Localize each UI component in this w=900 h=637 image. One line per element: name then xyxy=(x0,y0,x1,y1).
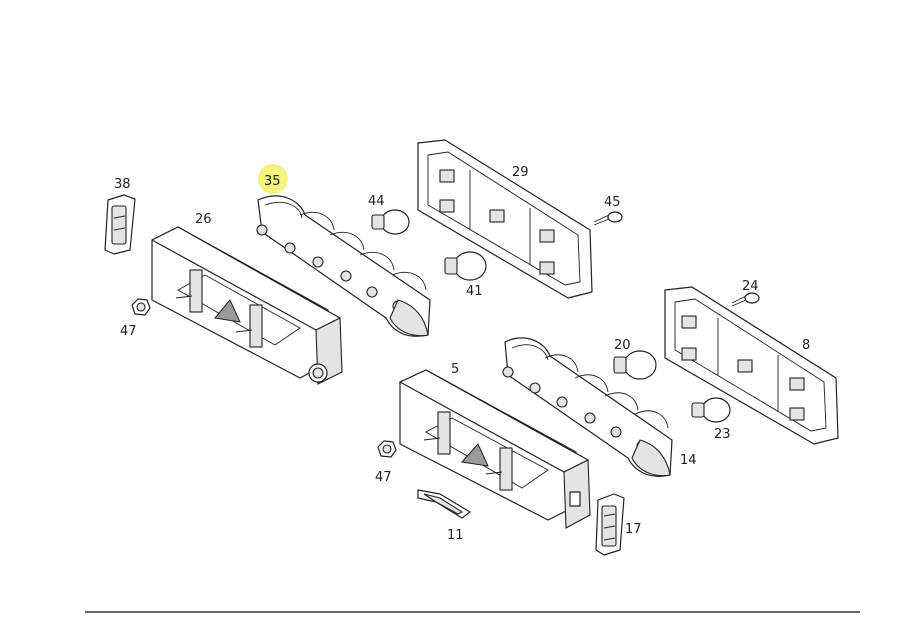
callout-35-highlight xyxy=(258,164,288,194)
callout-45[interactable]: 45 xyxy=(604,195,621,210)
callout-47-lower[interactable]: 47 xyxy=(375,470,392,485)
part-47-nut-upper[interactable] xyxy=(131,298,151,316)
callout-14[interactable]: 14 xyxy=(680,453,697,468)
callout-17[interactable]: 17 xyxy=(625,522,642,537)
part-47-nut-lower[interactable] xyxy=(377,440,397,458)
part-41-bulb[interactable] xyxy=(444,251,487,281)
part-29-frame-upper[interactable] xyxy=(417,139,593,299)
part-26-housing-left[interactable] xyxy=(151,226,343,385)
part-45-screw[interactable] xyxy=(593,211,623,226)
callout-29[interactable]: 29 xyxy=(512,165,529,180)
part-44-bulb[interactable] xyxy=(371,209,410,235)
part-38-lens-cover[interactable] xyxy=(104,194,136,255)
callout-44[interactable]: 44 xyxy=(368,194,385,209)
callout-35[interactable]: 35 xyxy=(264,174,281,189)
part-24-screw[interactable] xyxy=(731,292,760,307)
part-14-bulb-carrier-lower[interactable] xyxy=(502,337,673,477)
part-35-bulb-carrier-upper[interactable] xyxy=(256,195,431,337)
callout-24[interactable]: 24 xyxy=(742,279,759,294)
callout-47-upper[interactable]: 47 xyxy=(120,324,137,339)
callout-26[interactable]: 26 xyxy=(195,212,212,227)
callout-38[interactable]: 38 xyxy=(114,177,131,192)
part-23-bulb[interactable] xyxy=(691,397,731,423)
callout-5[interactable]: 5 xyxy=(451,362,459,377)
callout-23[interactable]: 23 xyxy=(714,427,731,442)
callout-41[interactable]: 41 xyxy=(466,284,483,299)
part-8-frame-lower[interactable] xyxy=(664,286,839,445)
part-5-housing-lower[interactable] xyxy=(399,369,591,529)
part-20-bulb[interactable] xyxy=(613,350,657,380)
part-11-clip[interactable] xyxy=(417,489,471,519)
callout-11[interactable]: 11 xyxy=(447,528,464,543)
callout-20[interactable]: 20 xyxy=(614,338,631,353)
part-17-lens[interactable] xyxy=(595,493,625,556)
callout-8[interactable]: 8 xyxy=(802,338,810,353)
